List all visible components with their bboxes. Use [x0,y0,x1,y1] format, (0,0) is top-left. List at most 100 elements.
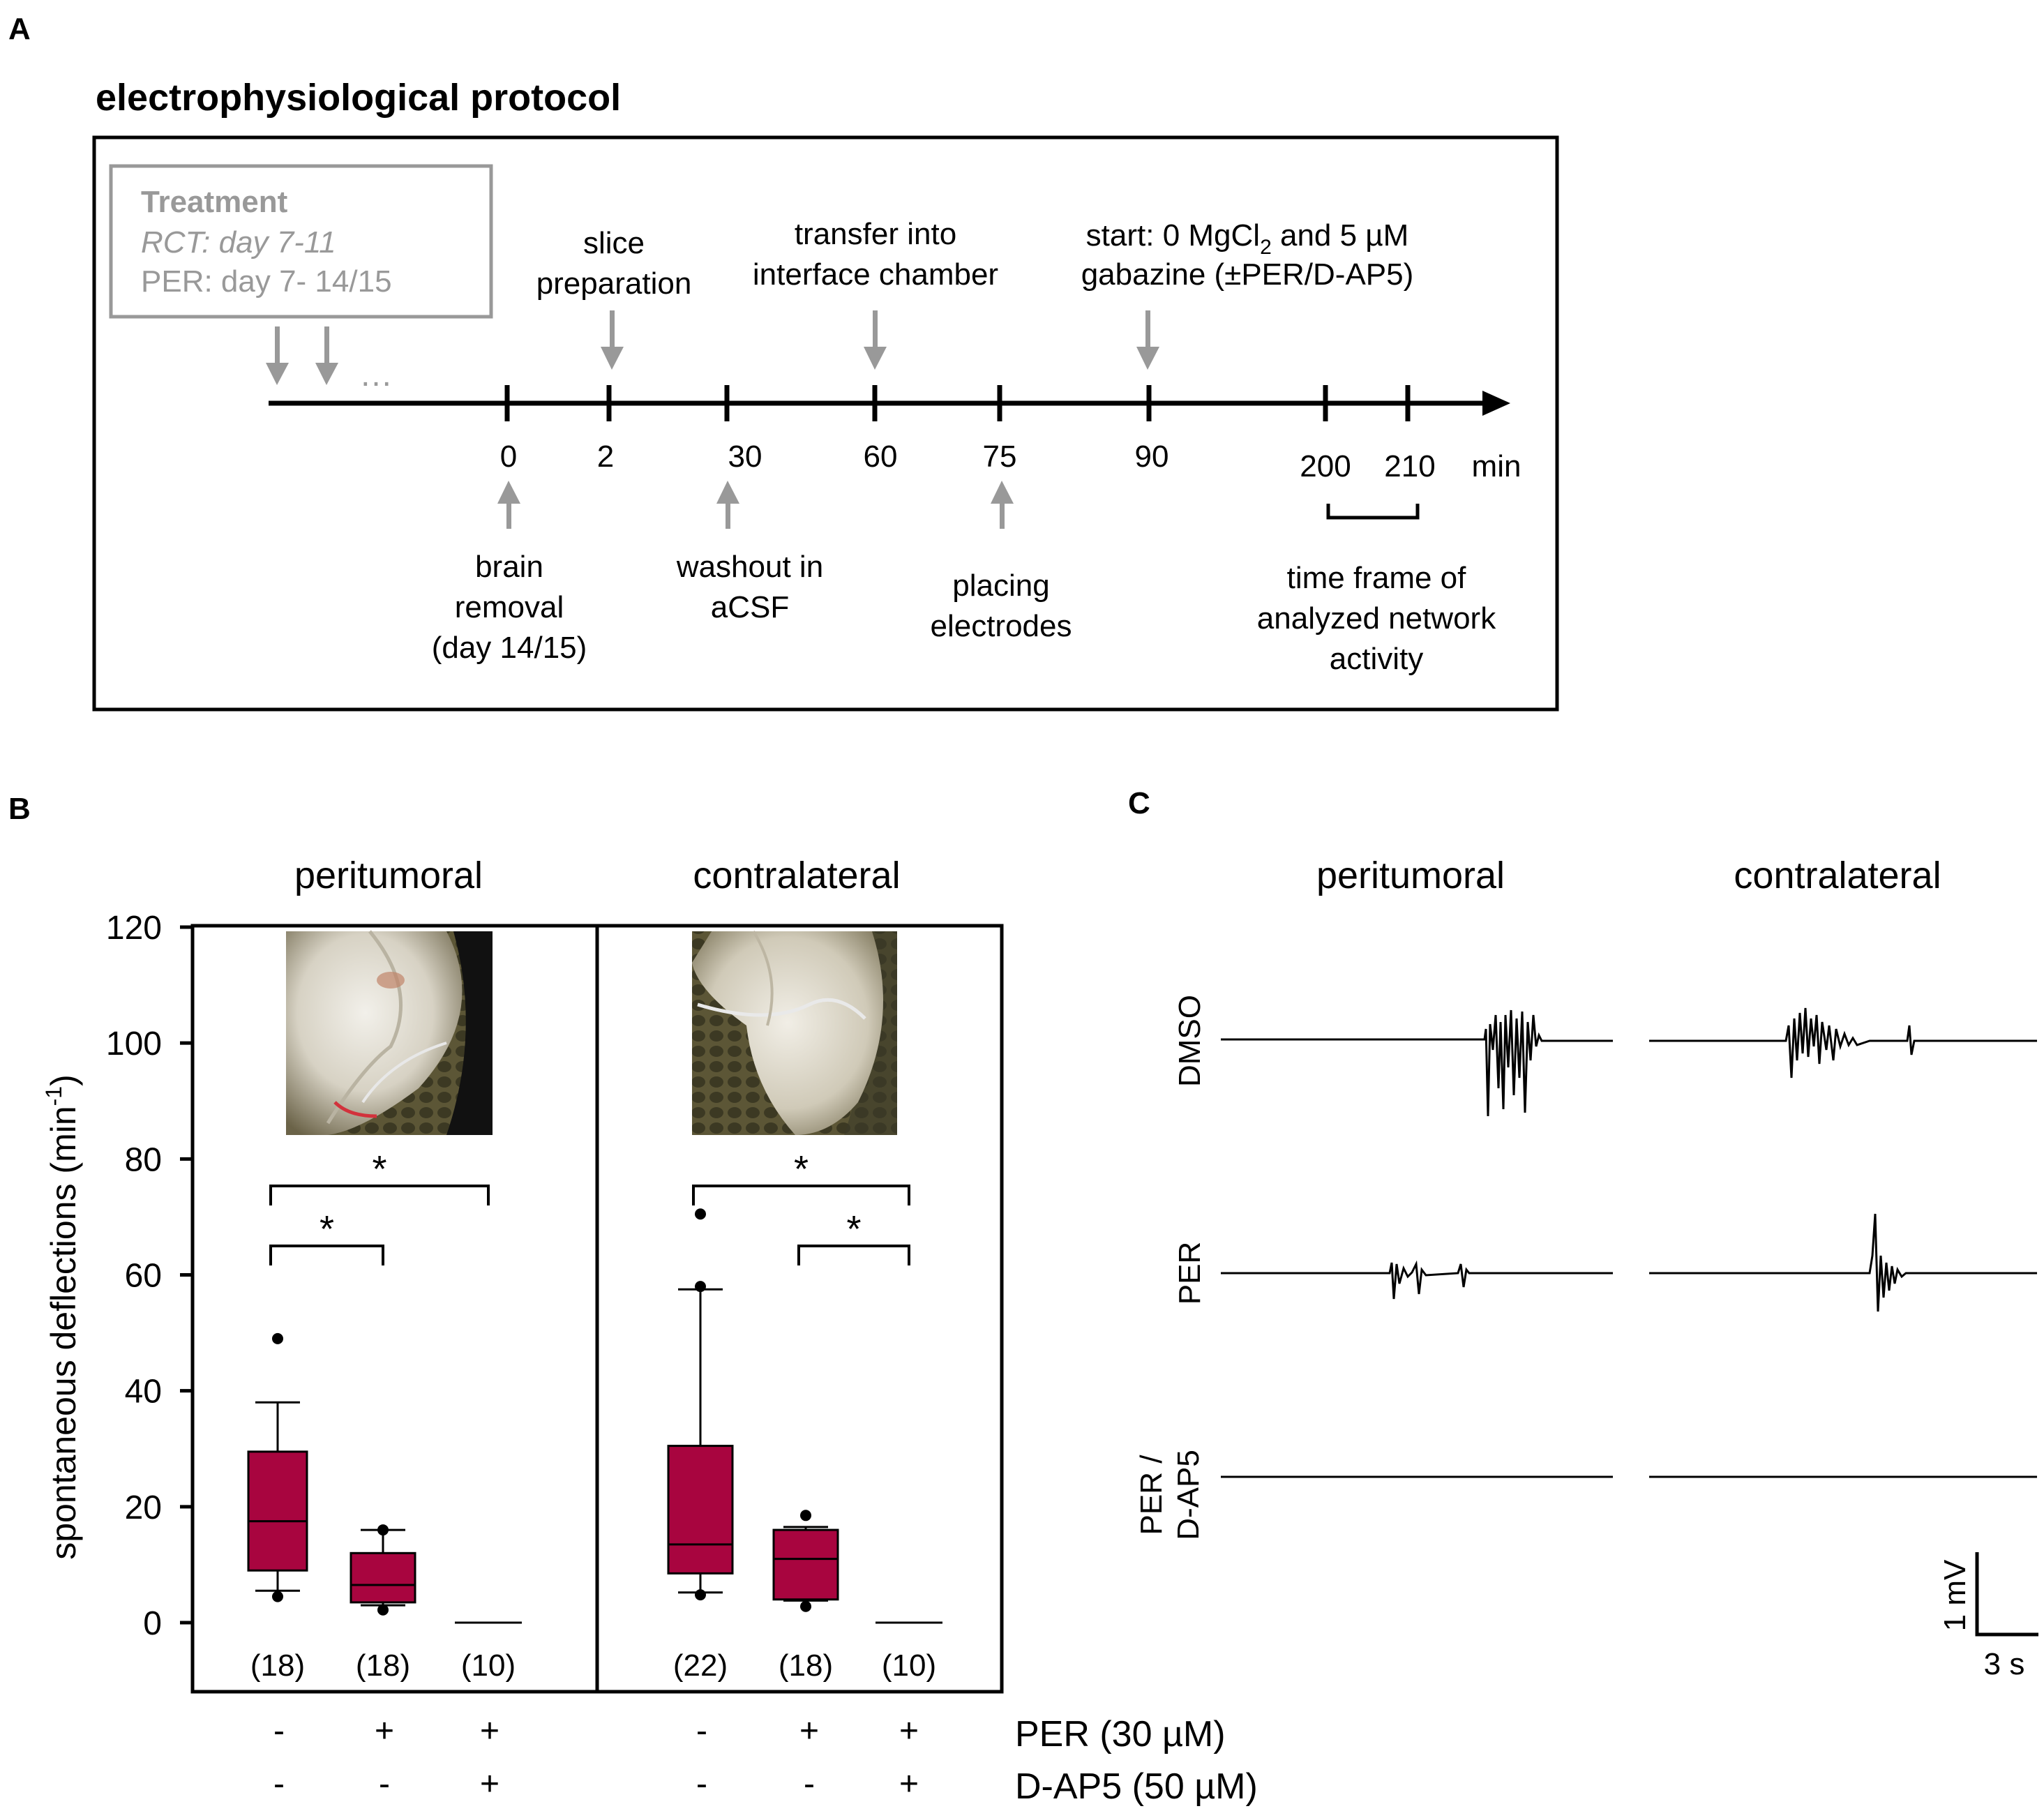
outlier-point [272,1332,283,1344]
outlier-point [695,1281,706,1293]
n-label: (22) [673,1648,728,1683]
treatment-per: PER: day 7- 14/15 [141,264,392,299]
row-label-per-dap5-1: PER / [1134,1455,1168,1535]
timeline-dots: … [359,356,393,393]
label-timeframe-1: time frame of [1287,561,1467,595]
per-sign: + [375,1713,394,1750]
y-tick-label: 40 [125,1374,162,1411]
n-label: (10) [882,1648,936,1683]
per-sign: - [696,1713,707,1750]
y-tick-label: 0 [143,1605,162,1642]
tick-label: 200 [1300,449,1351,483]
label-washout-2: aCSF [711,590,789,624]
box [772,1528,839,1601]
y-tick-label: 20 [125,1489,162,1526]
significance-bracket [269,1185,490,1205]
outlier-point [695,1589,706,1601]
slice-photo-contralateral [692,930,897,1135]
arrows-above [601,310,1159,370]
significance-star: * [846,1208,861,1250]
significance-bracket [692,1185,910,1205]
treatment-rct: RCT: day 7-11 [141,225,336,260]
dap5-sign: + [899,1766,919,1803]
label-placing-2: electrodes [930,609,1072,643]
traces [1221,1007,2037,1478]
panel-b-letter: B [8,792,31,826]
panel-a-title: electrophysiological protocol [96,77,621,119]
panel-c-letter: C [1128,786,1150,820]
row-label-per: PER [1173,1242,1207,1305]
timeline-unit: min [1472,449,1521,483]
row-label-per-dap5-2: D-AP5 [1171,1450,1205,1540]
box-plots: * * * * [247,1148,942,1624]
significance-star: * [372,1148,386,1190]
per-sign: - [273,1713,285,1750]
condition-signs: - + + - + + - - + - - + [273,1713,919,1803]
n-labels: (18) (18) (10) (22) (18) (10) [250,1648,936,1683]
label-placing-1: placing [952,569,1049,603]
y-tick-label: 60 [125,1258,162,1295]
timeline-ticks [504,385,1411,421]
label-slice-2: preparation [536,266,692,301]
significance-star: * [794,1148,809,1190]
per-sign: + [799,1713,819,1750]
trace-per-peritumoral [1221,1260,1613,1300]
per-sign: + [480,1713,499,1750]
dap5-sign: - [379,1766,390,1803]
label-slice-1: slice [583,226,645,260]
y-tick-label: 100 [106,1025,162,1062]
protocol-frame [92,135,1559,712]
box [247,1450,308,1572]
tick-label: 30 [728,439,762,474]
panel-c: C peritumoral contralateral DMSO PER PER… [1128,786,2038,1681]
n-label: (18) [779,1648,833,1683]
n-label: (10) [461,1648,516,1683]
outlier-point [800,1600,811,1612]
tick-label: 0 [500,439,517,474]
label-brain-2: removal [455,590,564,624]
panel-a: A electrophysiological protocol Treatmen… [8,12,1559,712]
timeframe-bracket [1326,504,1420,520]
outlier-point [377,1524,389,1536]
box [350,1551,416,1604]
significance-bracket [269,1245,384,1265]
trace-dmso-contralateral [1649,1007,2037,1079]
dap5-sign: - [696,1766,707,1803]
dap5-sign: + [480,1766,499,1803]
label-transfer-2: interface chamber [753,257,998,292]
tick-label: 60 [864,439,898,474]
scale-bar-voltage: 1 mV [1938,1559,1972,1631]
treatment-heading: Treatment [141,185,288,219]
trace-dmso-peritumoral [1221,1009,1613,1117]
tick-label: 2 [597,439,614,474]
significance-star: * [320,1208,334,1250]
scale-bar-time: 3 s [1984,1647,2025,1681]
outlier-point [377,1604,389,1616]
row-label-dmso: DMSO [1173,995,1207,1087]
slice-photo-peritumoral [286,930,493,1135]
outlier-point [272,1591,283,1602]
treatment-box: Treatment RCT: day 7-11 PER: day 7- 14/1… [109,164,493,319]
column-title-contralateral: contralateral [1734,855,1941,896]
scale-bar [1975,1552,2038,1637]
below-labels: brain removal (day 14/15) washout in aCS… [432,550,1496,676]
tick-label: 90 [1135,439,1169,474]
label-timeframe-3: activity [1330,642,1423,676]
arrows-below [497,481,1014,529]
label-brain-1: brain [475,550,543,584]
per-condition-label: PER (30 µM) [1015,1714,1226,1754]
tick-label: 75 [983,439,1017,474]
tick-label: 210 [1384,449,1435,483]
label-washout-1: washout in [676,550,823,584]
panel-b: B peritumoral contralateral spontaneous … [8,792,1258,1807]
group-title-peritumoral: peritumoral [294,855,483,896]
dap5-condition-label: D-AP5 (50 µM) [1015,1766,1258,1807]
outlier-point [695,1208,706,1220]
timeline-arrowhead [1482,391,1510,416]
treatment-arrows [266,326,338,385]
label-brain-3: (day 14/15) [432,631,587,665]
panel-a-letter: A [8,12,31,46]
group-title-contralateral: contralateral [693,855,900,896]
